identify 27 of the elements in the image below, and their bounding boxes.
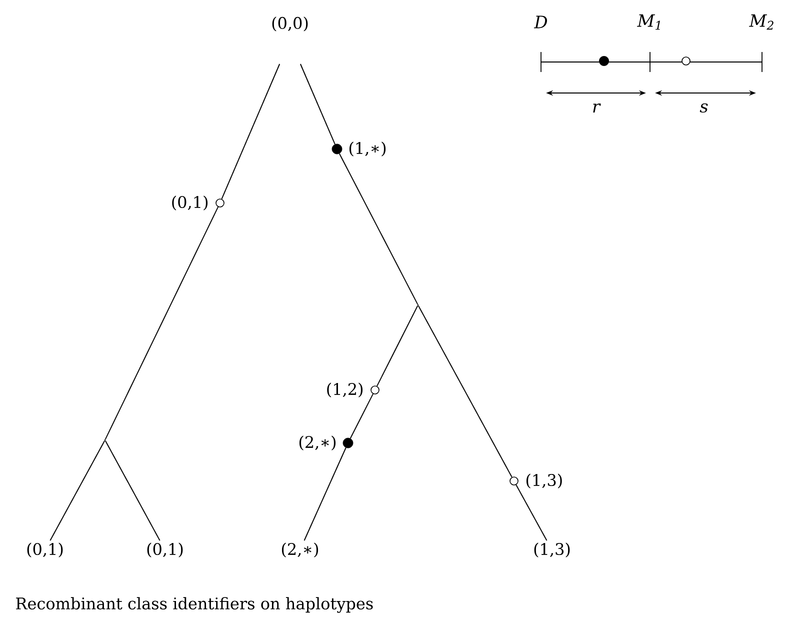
leaf-label: (1,3) — [534, 542, 570, 558]
mutation-label: (1,3) — [526, 474, 562, 488]
mutation-label: (2,∗) — [299, 436, 336, 450]
tree-branch — [104, 206, 219, 440]
tree-branch — [221, 64, 280, 200]
leaf-label: (0,1) — [147, 542, 183, 558]
tree-branch — [304, 447, 346, 541]
tree-branch — [418, 305, 512, 478]
distance-label: s — [700, 103, 708, 113]
root-label: (0,0) — [272, 16, 308, 32]
tree-branch — [350, 393, 374, 439]
tree-branch — [516, 484, 548, 541]
tree-branch — [300, 64, 336, 145]
marker-name: M$_{2}$ — [749, 14, 774, 30]
distance-label: r — [593, 103, 601, 113]
mutation-label: (0,1) — [172, 196, 208, 210]
caption: Recombinant class identifiers on haplotypes — [16, 597, 373, 613]
tree-branch — [376, 305, 418, 387]
tree-branch — [338, 153, 418, 305]
tree-branch — [104, 440, 160, 541]
mutation-label: (1,2) — [327, 382, 363, 398]
marker-name: D — [534, 16, 548, 28]
tree-branch — [50, 440, 106, 541]
leaf-label: (0,1) — [27, 542, 63, 558]
marker-name: M$_{1}$ — [637, 14, 660, 30]
leaf-label: (2,∗) — [282, 542, 318, 558]
mutation-label: (1,∗) — [349, 142, 386, 156]
